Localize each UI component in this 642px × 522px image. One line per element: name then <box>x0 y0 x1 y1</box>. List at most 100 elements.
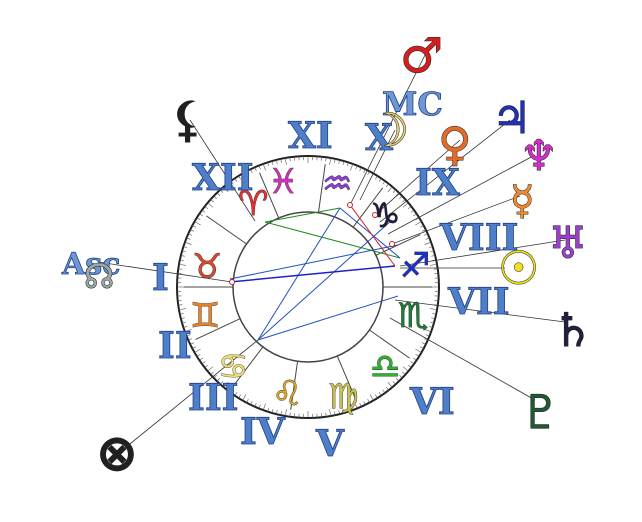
house-numerals: I II III IV V VI VII VIII IX X XI XII <box>152 115 519 466</box>
cusp-line <box>206 215 247 245</box>
cusp-line <box>375 234 421 256</box>
degree-tick <box>367 398 370 403</box>
pointer-line <box>379 119 511 223</box>
degree-tick <box>430 263 438 266</box>
pointer-line <box>391 195 521 245</box>
position-dot <box>372 212 378 218</box>
degree-tick <box>325 412 327 417</box>
taurus-sign: ♉ <box>192 247 222 287</box>
degree-tick <box>378 392 382 396</box>
degree-tick <box>419 225 424 228</box>
degree-tick <box>194 221 201 226</box>
degree-tick <box>210 371 214 375</box>
degree-tick <box>355 165 358 170</box>
cusp-line <box>232 346 264 387</box>
pointer-line <box>189 119 256 222</box>
degree-tick <box>430 308 438 311</box>
house-label-5: V <box>315 423 345 465</box>
degree-tick <box>402 366 409 372</box>
degree-tick <box>334 411 336 416</box>
degree-tick <box>246 398 249 403</box>
degree-tick <box>425 334 430 337</box>
house-label-6: VI <box>409 381 455 423</box>
degree-tick <box>423 338 428 341</box>
ascendant-label: Asc <box>61 247 120 282</box>
part-of-fortune-icon: ⊗ <box>96 424 138 482</box>
pointer-line <box>97 261 233 283</box>
degree-tick <box>413 357 417 361</box>
zodiac-signs: ♈ ♉ ♊ ♋ ♌ ♍ ♎ ♏ ♐ ♑ ♒ ♓ <box>190 162 431 418</box>
degree-tick <box>230 389 234 394</box>
leo-sign: ♌ <box>272 374 302 414</box>
black-moon-icon: ⚸ <box>170 92 205 148</box>
degree-tick <box>407 364 412 368</box>
house-label-2: II <box>158 325 192 367</box>
degree-tick <box>431 317 436 319</box>
degree-tick <box>415 354 420 357</box>
degree-tick <box>280 158 282 163</box>
pointer-line <box>374 139 461 216</box>
degree-tick <box>428 246 433 249</box>
degree-tick <box>359 402 362 407</box>
degree-tick <box>207 202 214 208</box>
degree-tick <box>396 192 400 196</box>
degree-tick <box>271 408 274 414</box>
degree-tick <box>419 346 424 349</box>
degree-tick <box>363 169 366 173</box>
degree-tick <box>186 237 191 240</box>
degree-tick <box>178 268 183 270</box>
degree-tick <box>183 325 188 328</box>
aspect-lines <box>229 204 401 341</box>
degree-tick <box>387 381 393 388</box>
degree-tick <box>204 206 209 210</box>
house-label-8: VIII <box>439 217 518 259</box>
degree-tick <box>213 375 217 379</box>
degree-tick <box>346 162 349 167</box>
position-dot <box>389 241 395 247</box>
degree-tick <box>387 186 393 193</box>
north-node-icon: ☊ <box>84 257 114 297</box>
degree-tick <box>199 357 203 361</box>
degree-tick <box>180 255 185 257</box>
degree-tick <box>289 412 291 417</box>
cancer-sign: ♋ <box>218 347 248 387</box>
degree-tick <box>402 371 406 375</box>
degree-tick <box>216 192 220 196</box>
degree-tick <box>186 334 191 337</box>
degree-tick <box>385 386 389 391</box>
degree-tick <box>199 213 203 217</box>
degree-tick <box>178 308 186 311</box>
degree-tick <box>181 321 187 324</box>
degree-tick <box>392 189 396 193</box>
position-dot <box>229 279 235 285</box>
degree-tick <box>178 263 186 266</box>
pointer-line <box>349 54 426 206</box>
degree-tick <box>342 160 345 166</box>
degree-tick <box>413 213 417 217</box>
degree-tick <box>250 401 253 405</box>
house-label-12: XII <box>192 157 254 199</box>
pisces-sign: ♓ <box>268 162 298 202</box>
degree-tick <box>192 346 197 349</box>
degree-tick <box>338 159 340 164</box>
degree-tick <box>220 381 224 385</box>
degree-tick <box>223 381 229 388</box>
degree-tick <box>201 209 206 213</box>
aspect-line <box>257 295 399 341</box>
venus-icon: ♀ <box>438 117 472 171</box>
sagittarius-sign: ♐ <box>400 246 430 286</box>
degree-tick <box>250 169 253 173</box>
degree-tick <box>242 394 247 401</box>
scorpio-sign: ♏ <box>398 296 428 336</box>
degree-tick <box>425 237 430 240</box>
pluto-icon: ♇ <box>520 385 561 439</box>
degree-tick <box>184 329 192 333</box>
degree-tick <box>276 410 278 415</box>
moon-icon: ☽ <box>368 103 409 157</box>
uranus-icon: ♅ <box>548 218 587 269</box>
degree-tick <box>325 157 327 162</box>
degree-tick <box>194 348 201 353</box>
degree-tick <box>432 313 437 315</box>
pointer-line <box>389 317 536 401</box>
planet-pointer-lines <box>97 54 566 453</box>
